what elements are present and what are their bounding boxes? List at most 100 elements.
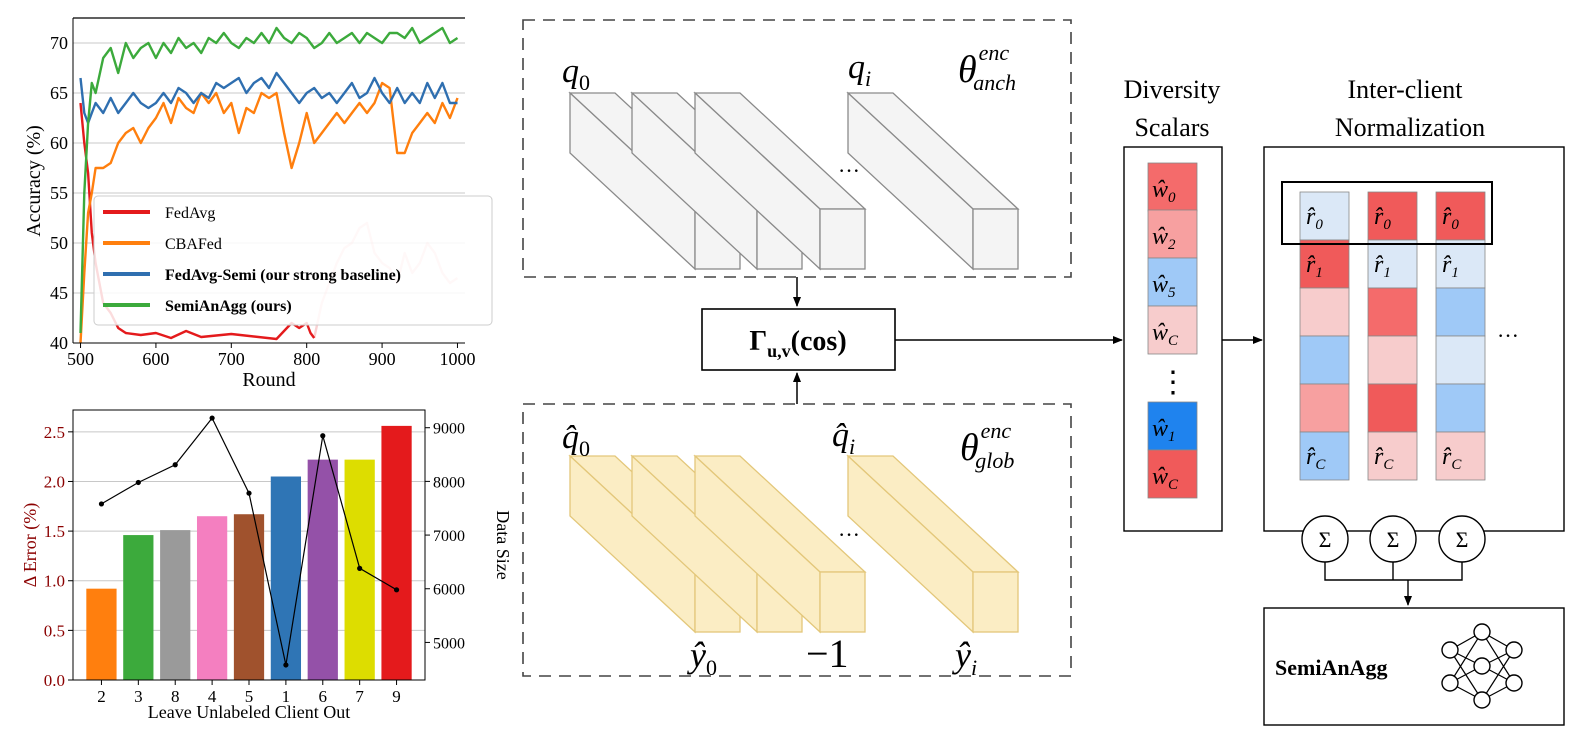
normalization-cell-label: r̂1 <box>1306 252 1323 281</box>
chart2-y2-tick: 6000 <box>433 582 465 599</box>
legend-label-fedavg-semi: FedAvg-Semi (our strong baseline) <box>165 267 401 284</box>
diversity-cell-label: ŵC <box>1152 464 1179 493</box>
y0-hat-label: ŷ0 <box>687 635 717 680</box>
qi-label: qi <box>848 49 871 91</box>
chart2-y-label: Δ Error (%) <box>20 503 41 588</box>
legend-label-cbafed: CBAFed <box>165 236 222 253</box>
diversity-cell <box>1147 257 1198 307</box>
normalization-cell-label: r̂C <box>1442 444 1462 473</box>
chart2-y2-tick: 7000 <box>433 528 465 545</box>
chart2-line-point <box>135 479 141 486</box>
normalization-cell <box>1435 335 1486 385</box>
q0-label: q0 <box>562 53 590 95</box>
chart2-x-tick: 3 <box>134 687 143 706</box>
chart2-bars <box>86 425 412 680</box>
diversity-cell-label: ŵ2 <box>1152 224 1176 253</box>
normalization-cell <box>1367 431 1418 481</box>
output-box <box>1263 607 1565 726</box>
chart2-y-tick: 1.0 <box>44 572 65 591</box>
diversity-cell-label: ŵC <box>1152 320 1179 349</box>
normalization-cell-label: r̂0 <box>1374 204 1391 233</box>
normalization-panel: Inter-client Normalization r̂0 r̂1 r̂C r̂0 r… <box>1263 75 1565 606</box>
nn-edge <box>1481 649 1515 701</box>
normalization-cell-label: r̂0 <box>1442 204 1459 233</box>
nn-node <box>1473 691 1491 709</box>
anchor-feature-cubes <box>568 91 1020 271</box>
chart2-y-tick: 2.0 <box>44 472 65 491</box>
chart1-x-tick: 600 <box>142 349 169 369</box>
global-cube <box>693 454 867 634</box>
diversity-cell <box>1147 449 1198 499</box>
normalization-cell <box>1299 335 1350 385</box>
chart2-data-size-line <box>98 415 400 668</box>
nn-node <box>1505 674 1523 692</box>
chart2-y2-tick: 5000 <box>433 635 465 652</box>
normalization-cell <box>1367 287 1418 337</box>
anchor-cube <box>693 91 867 271</box>
chart1-y-tick: 65 <box>50 83 68 103</box>
chart1-x-tick: 1000 <box>439 349 475 369</box>
nn-node <box>1473 623 1491 641</box>
chart2-x-tick: 6 <box>319 687 328 706</box>
chart2-bar <box>196 516 228 680</box>
diversity-cell-label: ŵ5 <box>1152 272 1176 301</box>
normalization-title-1: Inter-client <box>1348 75 1464 104</box>
chart1-x-label: Round <box>242 369 295 391</box>
chart1-series-line <box>79 81 459 344</box>
gamma-label: Γu,v(cos) <box>749 326 846 361</box>
legend-box <box>93 195 493 326</box>
chart1-y-tick: 45 <box>50 283 68 303</box>
chart2-line-point <box>246 490 252 496</box>
normalization-cell <box>1435 383 1486 433</box>
chart2-y2-tick: 9000 <box>433 421 465 438</box>
diversity-cell <box>1147 401 1198 451</box>
normalization-title-2: Normalization <box>1335 113 1485 142</box>
chart1-legend: FedAvg CBAFed FedAvg-Semi (our strong ba… <box>93 195 493 326</box>
normalization-cell <box>1435 287 1486 337</box>
yi-hat-label: ŷi <box>952 635 977 680</box>
normalization-cell <box>1299 287 1350 337</box>
nn-node <box>1441 674 1459 692</box>
output-panel: SemiAnAgg <box>1263 607 1565 726</box>
neural-network-icon <box>1441 623 1523 709</box>
chart2-bar <box>270 476 302 680</box>
nn-node <box>1441 641 1459 659</box>
nn-edge <box>1449 631 1483 684</box>
q0-hat-label: q̂0 <box>562 419 590 461</box>
normalization-cell-label: r̂1 <box>1442 252 1459 281</box>
chart1-x-tick: 500 <box>67 349 94 369</box>
normalization-cell-label: r̂1 <box>1374 252 1391 281</box>
sum-symbol: Σ <box>1319 527 1332 552</box>
global-cube <box>846 454 1020 634</box>
diversity-cell-label: ŵ0 <box>1152 177 1176 206</box>
normalization-cell <box>1367 383 1418 433</box>
chart2-bar <box>233 514 265 680</box>
chart2-x-tick: 1 <box>282 687 291 706</box>
normalization-cell <box>1435 191 1486 241</box>
chart2-x-tick: 9 <box>392 687 401 706</box>
diversity-cell-label: ŵ1 <box>1152 416 1176 445</box>
sum-symbol: Σ <box>1387 527 1400 552</box>
gamma-box <box>701 308 896 371</box>
chart2-y-tick: 0.5 <box>44 621 65 640</box>
normalization-cell <box>1435 239 1486 289</box>
chart2-y2-tick: 8000 <box>433 474 465 491</box>
normalization-cell-label: r̂0 <box>1306 204 1323 233</box>
global-dashed-box <box>522 403 1072 677</box>
chart2-x-tick: 7 <box>355 687 364 706</box>
minus-one-label: −1 <box>806 631 849 676</box>
chart2-line-point <box>209 415 215 421</box>
chart1-y-tick: 60 <box>50 133 68 153</box>
chart2-x-tick: 4 <box>208 687 217 706</box>
chart1-x-tick: 700 <box>218 349 245 369</box>
diversity-cell <box>1147 209 1198 259</box>
chart2-y-tick: 2.5 <box>44 423 65 442</box>
normalization-cell <box>1367 335 1418 385</box>
normalization-cell <box>1435 431 1486 481</box>
